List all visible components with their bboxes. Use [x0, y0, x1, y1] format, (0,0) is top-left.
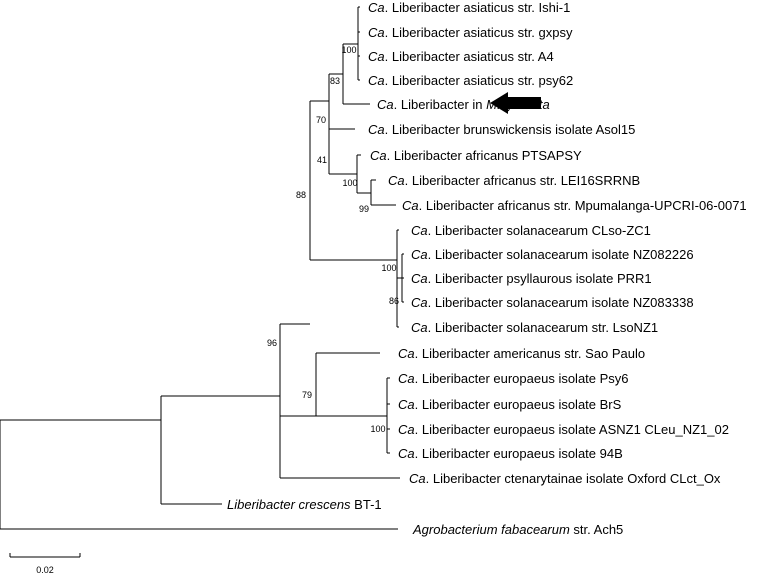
bootstrap-value: 100: [381, 263, 396, 273]
bootstrap-labels: 100 83 70 41 100 99 88 100 86 96 79 100: [267, 45, 399, 434]
taxon-name-text: . Liberibacter americanus str. Sao Paulo: [415, 346, 646, 361]
taxon-label-psy6: Ca. Liberibacter europaeus isolate Psy6: [398, 371, 629, 386]
taxon-name-italic: Ca: [411, 320, 428, 335]
taxon-name-italic: Ca: [377, 97, 394, 112]
taxon-label-psy62: Ca. Liberibacter asiaticus str. psy62: [368, 73, 573, 88]
bootstrap-value: 100: [370, 424, 385, 434]
bootstrap-value: 96: [267, 338, 277, 348]
taxon-name-text: . Liberibacter in: [394, 97, 487, 112]
bootstrap-value: 70: [316, 115, 326, 125]
taxon-label-lsonz1: Ca. Liberibacter solanacearum str. LsoNZ…: [411, 320, 658, 335]
taxon-name-text: . Liberibacter ctenarytainae isolate Oxf…: [426, 471, 721, 486]
highlight-arrow-icon: [490, 92, 541, 114]
taxon-name-italic: Ca: [411, 271, 428, 286]
taxon-name-text: . Liberibacter solanacearum str. LsoNZ1: [428, 320, 659, 335]
taxon-name-text: BT-1: [351, 497, 382, 512]
taxon-name-text: . Liberibacter solanacearum CLso-ZC1: [428, 223, 651, 238]
taxon-name-italic: Ca: [388, 173, 405, 188]
taxon-label-asnz1: Ca. Liberibacter europaeus isolate ASNZ1…: [398, 422, 729, 437]
taxon-name-italic: Ca: [370, 148, 387, 163]
taxon-name-italic: Ca: [398, 346, 415, 361]
taxon-name-text: . Liberibacter asiaticus str. Ishi-1: [385, 0, 571, 15]
bootstrap-value: 41: [317, 155, 327, 165]
taxon-name-text: . Liberibacter psyllaurous isolate PRR1: [428, 271, 652, 286]
taxon-label-94b: Ca. Liberibacter europaeus isolate 94B: [398, 446, 623, 461]
bootstrap-value: 83: [330, 76, 340, 86]
taxon-name-italic: Ca: [411, 295, 428, 310]
taxon-label-asol15: Ca. Liberibacter brunswickensis isolate …: [368, 122, 635, 137]
taxon-name-text: . Liberibacter europaeus isolate ASNZ1 C…: [415, 422, 729, 437]
taxon-name-text: . Liberibacter brunswickensis isolate As…: [385, 122, 636, 137]
taxon-name-italic: Ca: [398, 397, 415, 412]
bootstrap-value: 99: [359, 204, 369, 214]
taxon-name-italic: Ca: [368, 73, 385, 88]
taxon-label-prr1: Ca. Liberibacter psyllaurous isolate PRR…: [411, 271, 652, 286]
bootstrap-value: 100: [342, 178, 357, 188]
taxon-label-lei16: Ca. Liberibacter africanus str. LEI16SRR…: [388, 173, 640, 188]
taxon-label-agro: Agrobacterium fabacearum str. Ach5: [412, 522, 623, 537]
taxon-name-text: . Liberibacter asiaticus str. psy62: [385, 73, 574, 88]
taxon-label-gxpsy: Ca. Liberibacter asiaticus str. gxpsy: [368, 25, 573, 40]
bootstrap-value: 79: [302, 390, 312, 400]
taxon-name-italic: Ca: [402, 198, 419, 213]
tree-branches: [0, 6, 404, 530]
taxon-label-a4: Ca. Liberibacter asiaticus str. A4: [368, 49, 554, 64]
taxon-label-nz082226: Ca. Liberibacter solanacearum isolate NZ…: [411, 247, 694, 262]
scale-bar: 0.02: [9, 553, 81, 575]
taxon-name-text: . Liberibacter solanacearum isolate NZ08…: [428, 247, 694, 262]
taxon-name-italic: Ca: [398, 446, 415, 461]
taxon-name-italic: Ca: [368, 25, 385, 40]
taxon-label-crescens: Liberibacter crescens BT-1: [227, 497, 382, 512]
taxon-label-ishi1: Ca. Liberibacter asiaticus str. Ishi-1: [368, 0, 570, 15]
taxon-label-brs: Ca. Liberibacter europaeus isolate BrS: [398, 397, 622, 412]
taxon-name-text: . Liberibacter asiaticus str. A4: [385, 49, 554, 64]
taxon-name-text: . Liberibacter europaeus isolate 94B: [415, 446, 623, 461]
bootstrap-value: 88: [296, 190, 306, 200]
taxon-name-italic: Ca: [411, 223, 428, 238]
taxon-labels: Ca. Liberibacter asiaticus str. Ishi-1Ca…: [227, 0, 747, 537]
bootstrap-value: 86: [389, 296, 399, 306]
taxon-name-italic: Ca: [368, 0, 385, 15]
taxon-name-text: str. Ach5: [570, 522, 623, 537]
taxon-name-text: . Liberibacter africanus str. Mpumalanga…: [419, 198, 747, 213]
taxon-label-mpum: Ca. Liberibacter africanus str. Mpumalan…: [402, 198, 747, 213]
taxon-name-italic: Ca: [398, 422, 415, 437]
taxon-name-text: . Liberibacter asiaticus str. gxpsy: [385, 25, 573, 40]
bootstrap-value: 100: [341, 45, 356, 55]
taxon-name-italic: Ca: [398, 371, 415, 386]
taxon-name-italic: Liberibacter crescens: [227, 497, 351, 512]
taxon-label-saopaulo: Ca. Liberibacter americanus str. Sao Pau…: [398, 346, 645, 361]
scale-bar-label: 0.02: [36, 565, 54, 575]
taxon-name-text: . Liberibacter europaeus isolate BrS: [415, 397, 622, 412]
taxon-name-italic: Ca: [409, 471, 426, 486]
taxon-name-italic: Agrobacterium fabacearum: [412, 522, 570, 537]
taxon-name-text: . Liberibacter europaeus isolate Psy6: [415, 371, 629, 386]
taxon-name-text: . Liberibacter africanus str. LEI16SRRNB: [405, 173, 641, 188]
taxon-name-text: . Liberibacter africanus PTSAPSY: [387, 148, 582, 163]
taxon-label-nz083338: Ca. Liberibacter solanacearum isolate NZ…: [411, 295, 694, 310]
taxon-name-italic: Ca: [411, 247, 428, 262]
taxon-name-text: . Liberibacter solanacearum isolate NZ08…: [428, 295, 694, 310]
taxon-label-oxford: Ca. Liberibacter ctenarytainae isolate O…: [409, 471, 721, 486]
taxon-name-italic: Ca: [368, 49, 385, 64]
taxon-name-italic: Ca: [368, 122, 385, 137]
taxon-label-clsozc1: Ca. Liberibacter solanacearum CLso-ZC1: [411, 223, 651, 238]
taxon-label-ptsapsy: Ca. Liberibacter africanus PTSAPSY: [370, 148, 582, 163]
